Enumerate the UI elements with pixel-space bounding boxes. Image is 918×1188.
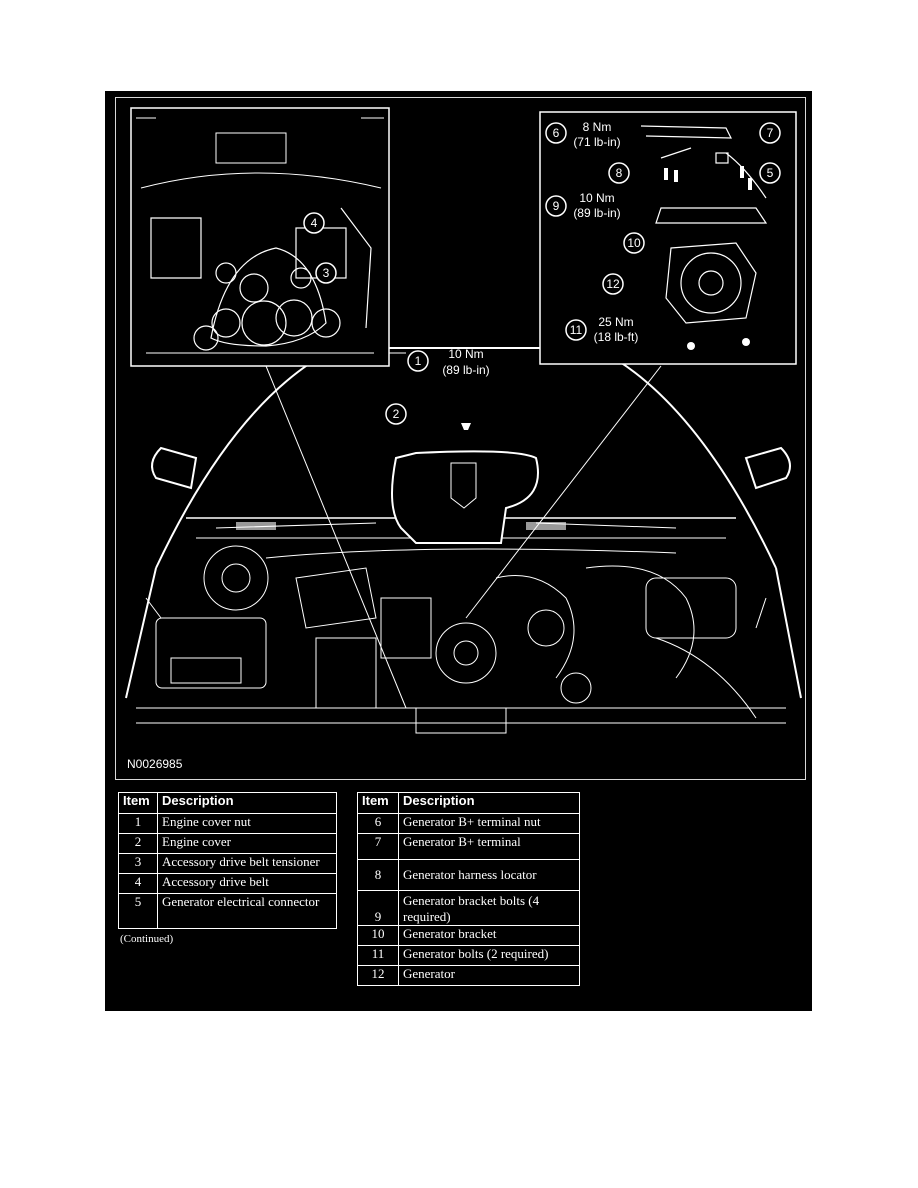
table-row: 2 Engine cover xyxy=(118,833,337,854)
callout-12 xyxy=(602,273,624,295)
callout-8 xyxy=(608,162,630,184)
torque-9-imperial: (89 lb-in) xyxy=(573,206,620,220)
row-item: 4 xyxy=(118,873,158,894)
callout-8-number: 8 xyxy=(616,166,623,180)
table-row: 7 Generator B+ terminal xyxy=(357,833,580,860)
table-row: 11 Generator bolts (2 required) xyxy=(357,945,580,966)
callout-3 xyxy=(315,262,337,284)
callout-4-number: 4 xyxy=(311,216,318,230)
row-item: 9 xyxy=(357,890,399,926)
row-description: Accessory drive belt tensioner xyxy=(157,853,337,874)
row-description: Generator B+ terminal nut xyxy=(398,813,580,834)
callout-4 xyxy=(303,212,325,234)
engine-illustration: 1 2 3 4 5 6 7 8 9 10 11 12 10 Nm (89 lb-… xyxy=(116,98,805,779)
torque-9-value: 10 Nm xyxy=(579,191,614,205)
torque-6-imperial: (71 lb-in) xyxy=(573,135,620,149)
callout-11 xyxy=(565,319,587,341)
table-row: 9 Generator bracket bolts (4 required) xyxy=(357,890,580,926)
row-description: Generator electrical connector xyxy=(157,893,337,929)
callout-7 xyxy=(759,122,781,144)
engine-diagram: 1 2 3 4 5 6 7 8 9 10 11 12 10 Nm (89 lb-… xyxy=(115,97,806,780)
row-item: 12 xyxy=(357,965,399,986)
callout-10 xyxy=(623,232,645,254)
table-row: 12 Generator xyxy=(357,965,580,986)
callout-9-number: 9 xyxy=(553,199,560,213)
callout-9 xyxy=(545,195,567,217)
right-mirror xyxy=(744,446,791,490)
torque-11-imperial: (18 lb-ft) xyxy=(594,330,639,344)
row-item: 8 xyxy=(357,859,399,891)
row-description: Accessory drive belt xyxy=(157,873,337,894)
row-item: 10 xyxy=(357,925,399,946)
callout-10-number: 10 xyxy=(627,236,641,250)
legend-table-left: Item Description 1 Engine cover nut 2 En… xyxy=(118,792,337,929)
row-item: 6 xyxy=(357,813,399,834)
table-row: 5 Generator electrical connector xyxy=(118,893,337,929)
torque-6-value: 8 Nm xyxy=(583,120,612,134)
torque-1-value: 10 Nm xyxy=(448,347,483,361)
callout-3-number: 3 xyxy=(323,266,330,280)
callout-5-number: 5 xyxy=(767,166,774,180)
callout-12-number: 12 xyxy=(606,277,620,291)
row-item: 3 xyxy=(118,853,158,874)
figure-code: N0026985 xyxy=(127,757,183,771)
row-description: Engine cover xyxy=(157,833,337,854)
row-item: 5 xyxy=(118,893,158,929)
row-description: Generator bracket xyxy=(398,925,580,946)
callout-5 xyxy=(759,162,781,184)
table-row: 6 Generator B+ terminal nut xyxy=(357,813,580,834)
row-description: Generator bracket bolts (4 required) xyxy=(398,890,580,926)
table-row: 10 Generator bracket xyxy=(357,925,580,946)
header-description: Description xyxy=(157,792,337,814)
table-row: 3 Accessory drive belt tensioner xyxy=(118,853,337,874)
table-row: 8 Generator harness locator xyxy=(357,859,580,891)
torque-1-imperial: (89 lb-in) xyxy=(442,363,489,377)
torque-11-value: 25 Nm xyxy=(598,315,633,329)
table-row: 4 Accessory drive belt xyxy=(118,873,337,894)
row-description: Generator B+ terminal xyxy=(398,833,580,860)
header-item: Item xyxy=(357,792,399,814)
callout-7-number: 7 xyxy=(767,126,774,140)
row-description: Engine cover nut xyxy=(157,813,337,834)
table-row: 1 Engine cover nut xyxy=(118,813,337,834)
row-item: 2 xyxy=(118,833,158,854)
callout-6-number: 6 xyxy=(553,126,560,140)
callout-6 xyxy=(545,122,567,144)
callout-2-number: 2 xyxy=(393,407,400,421)
illustration-panel: 1 2 3 4 5 6 7 8 9 10 11 12 10 Nm (89 lb-… xyxy=(105,91,812,1011)
callout-11-number: 11 xyxy=(570,323,583,337)
engine-cover xyxy=(391,450,539,544)
legend-table-right: Item Description 6 Generator B+ terminal… xyxy=(357,792,580,986)
header-item: Item xyxy=(118,792,158,814)
row-description: Generator bolts (2 required) xyxy=(398,945,580,966)
row-description: Generator harness locator xyxy=(398,859,580,891)
row-item: 7 xyxy=(357,833,399,860)
left-mirror xyxy=(151,446,198,490)
callout-1-number: 1 xyxy=(415,354,422,368)
callout-1 xyxy=(407,350,429,372)
row-item: 1 xyxy=(118,813,158,834)
inset-belt xyxy=(130,107,390,367)
row-description: Generator xyxy=(398,965,580,986)
continued-note: (Continued) xyxy=(120,933,174,945)
header-description: Description xyxy=(398,792,580,814)
callout-2 xyxy=(385,403,407,425)
row-item: 11 xyxy=(357,945,399,966)
